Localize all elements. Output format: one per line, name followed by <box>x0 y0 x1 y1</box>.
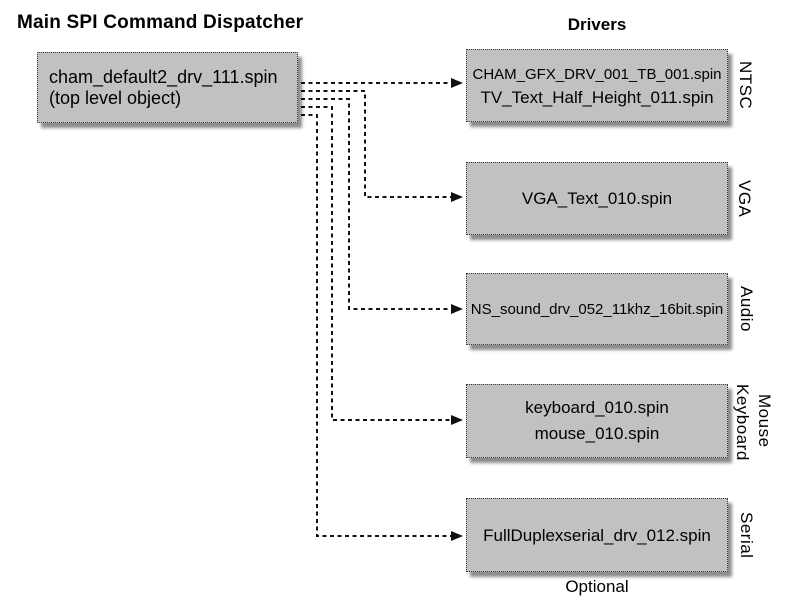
connector-dispatcher-to-keyboard <box>301 106 463 425</box>
dispatcher-subtitle: (top level object) <box>49 87 182 108</box>
driver-file-name: TV_Text_Half_Height_011.spin <box>480 87 714 107</box>
side-label-audio: Audio <box>737 286 756 332</box>
side-label-serial: Serial <box>737 511 756 559</box>
main-heading: Main SPI Command Dispatcher <box>17 12 304 33</box>
driver-box-ntsc: CHAM_GFX_DRV_001_TB_001.spin TV_Text_Hal… <box>466 49 728 122</box>
driver-box-vga: VGA_Text_010.spin <box>466 162 728 235</box>
optional-label: Optional <box>565 577 629 596</box>
connector-dispatcher-to-vga <box>301 90 463 202</box>
dispatcher-box: cham_default2_drv_111.spin (top level ob… <box>37 52 298 123</box>
driver-box-keyboard-mouse: keyboard_010.spin mouse_010.spin <box>466 384 728 458</box>
side-label-keyboard: Keyboard <box>733 384 752 461</box>
connector-dispatcher-to-serial <box>301 114 463 541</box>
driver-file-name: NS_sound_drv_052_11khz_16bit.spin <box>470 300 724 318</box>
driver-file-name: FullDuplexserial_drv_012.spin <box>483 525 711 545</box>
side-label-vga: VGA <box>735 179 754 218</box>
driver-file-name: keyboard_010.spin <box>525 398 669 417</box>
driver-box-audio: NS_sound_drv_052_11khz_16bit.spin <box>466 273 728 345</box>
side-label-mouse: Mouse <box>755 394 774 448</box>
driver-box-serial: FullDuplexserial_drv_012.spin <box>466 498 728 572</box>
driver-file-name: CHAM_GFX_DRV_001_TB_001.spin <box>472 65 722 83</box>
driver-file-name: VGA_Text_010.spin <box>521 189 673 208</box>
side-label-ntsc: NTSC <box>736 61 755 110</box>
dispatcher-file-name: cham_default2_drv_111.spin <box>49 66 278 87</box>
connector-dispatcher-to-audio <box>301 98 463 314</box>
driver-file-name: mouse_010.spin <box>534 424 660 443</box>
drivers-heading: Drivers <box>567 15 627 34</box>
